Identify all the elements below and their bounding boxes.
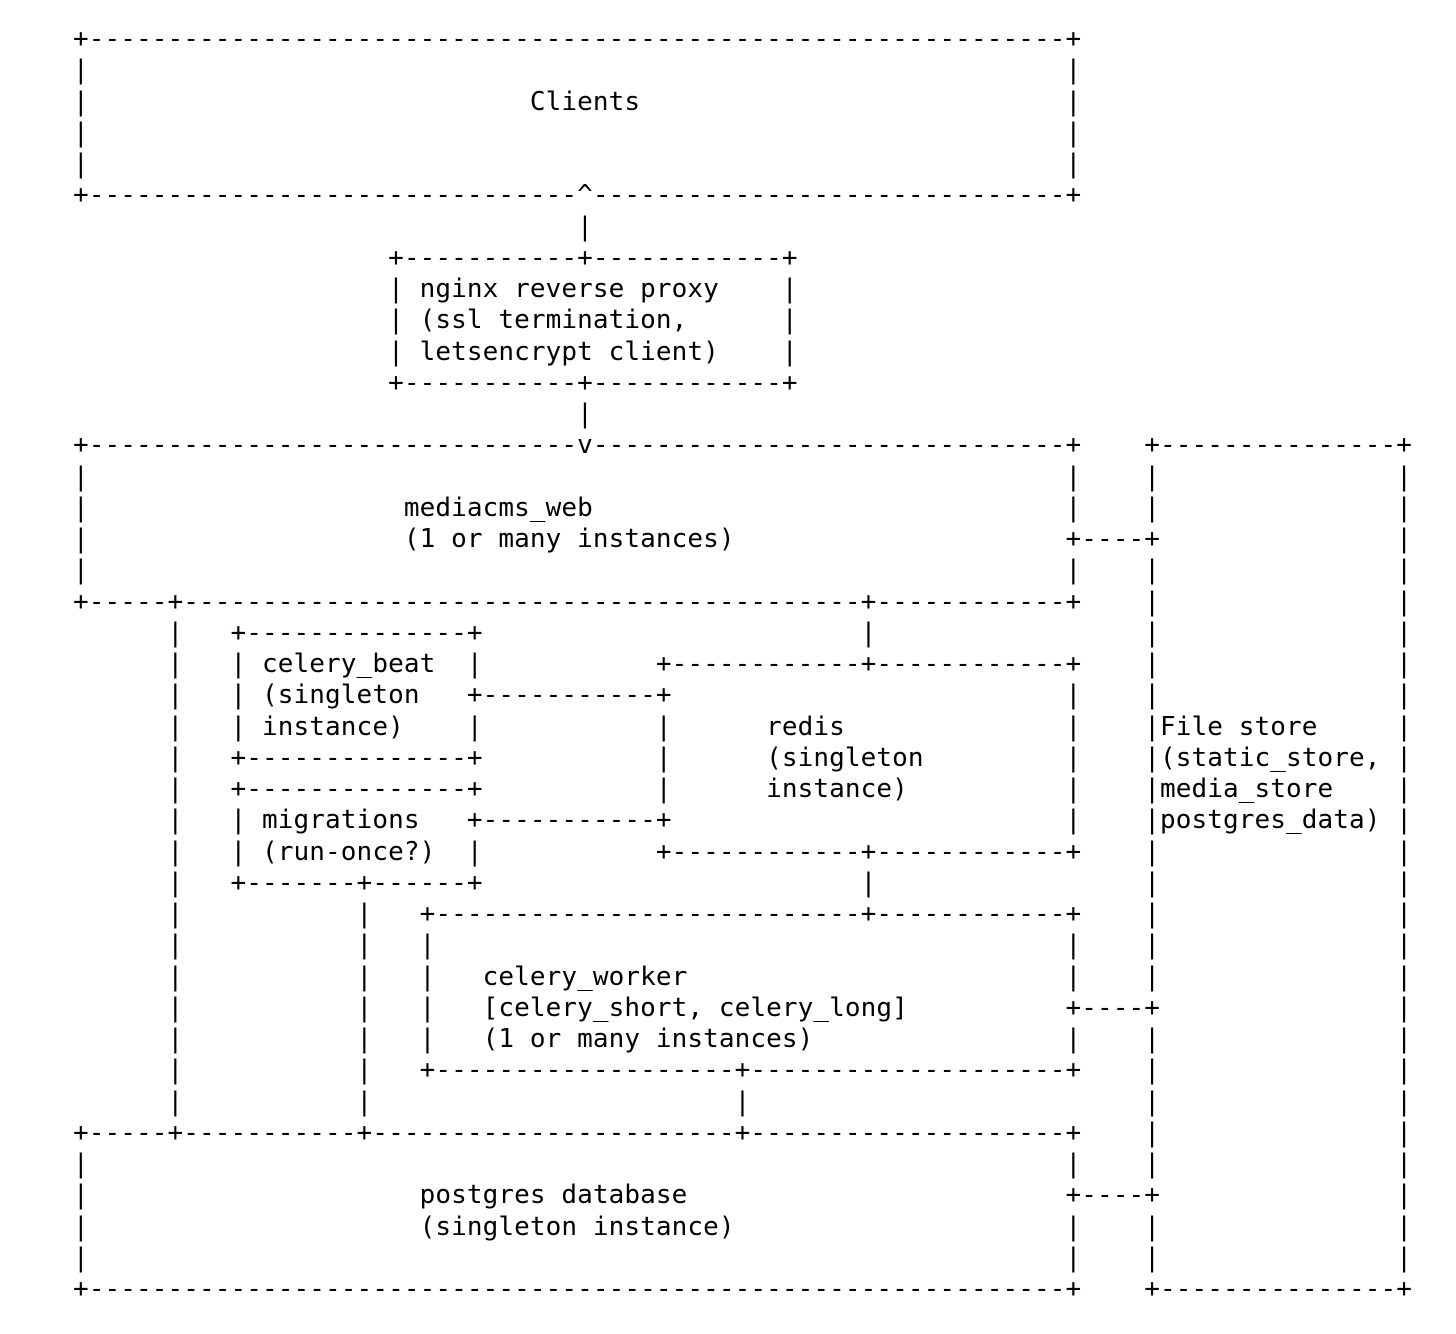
ascii-architecture-diagram: +---------------------------------------… bbox=[73, 24, 1413, 1304]
